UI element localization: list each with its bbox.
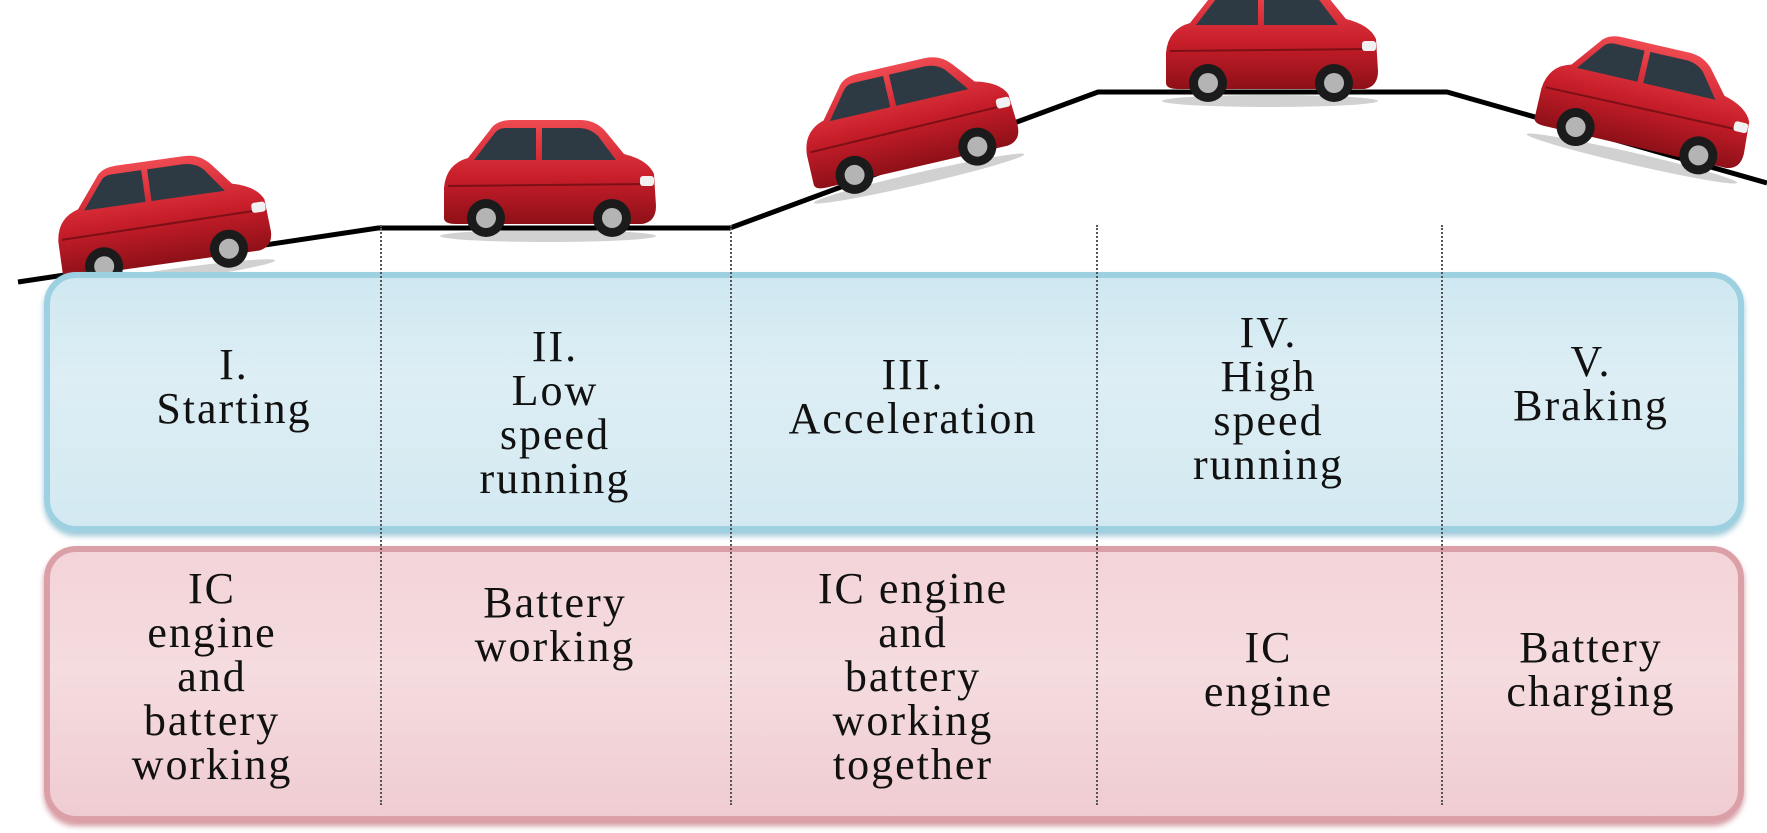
car-acceleration-icon xyxy=(786,40,1027,210)
phase-braking-label: V. Braking xyxy=(1513,337,1669,430)
phase-starting-label: I. Starting xyxy=(156,340,312,433)
phase-acceleration-label: III. Acceleration xyxy=(788,350,1038,443)
car-braking-icon xyxy=(1524,20,1765,190)
mode-high-speed-label: IC engine xyxy=(1203,623,1334,716)
stage-divider xyxy=(380,225,382,805)
stage-divider xyxy=(1096,225,1098,805)
car-low-speed-icon xyxy=(439,119,657,243)
mode-low-speed-label: Battery working xyxy=(474,578,636,671)
phase-low-speed-label: II. Low speed running xyxy=(479,321,631,503)
stage-divider xyxy=(1441,225,1443,805)
mode-acceleration-label: IC engine and battery working together xyxy=(817,564,1009,789)
stage-divider xyxy=(730,225,732,805)
mode-braking-label: Battery charging xyxy=(1506,623,1676,716)
driving-phase-band xyxy=(44,272,1744,532)
mode-starting-label: IC engine and battery working xyxy=(131,564,293,789)
phase-high-speed-label: IV. High speed running xyxy=(1193,307,1344,489)
power-mode-band xyxy=(44,546,1744,822)
